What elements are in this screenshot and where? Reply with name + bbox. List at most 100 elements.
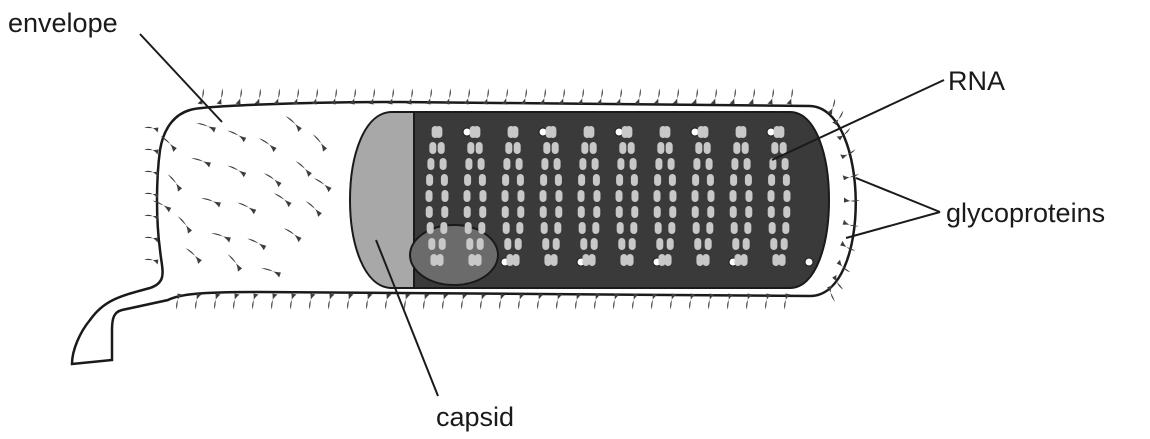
glycoprotein-spike	[613, 293, 619, 309]
rna-segment	[476, 142, 483, 154]
rna-segment	[782, 158, 789, 170]
rna-segment	[504, 238, 511, 250]
rna-segment	[655, 158, 662, 170]
rna-segment	[780, 142, 787, 154]
rna-segment	[703, 254, 710, 266]
rna-segment	[555, 190, 562, 202]
rna-segment	[468, 254, 475, 266]
rna-segment	[618, 238, 625, 250]
glycoprotein-spike	[216, 88, 222, 104]
rna-segment	[706, 222, 713, 234]
rna-segment	[741, 254, 748, 266]
rna-segment	[704, 142, 711, 154]
rna-segment	[579, 158, 586, 170]
rna-segment	[503, 158, 510, 170]
rna-segment	[592, 158, 599, 170]
rna-segment	[438, 142, 445, 154]
glycoprotein-spike	[233, 293, 239, 309]
rna-segment	[692, 174, 699, 186]
envelope-label: envelope	[8, 10, 118, 37]
glycoprotein-spike	[539, 88, 545, 104]
rna-segment	[429, 142, 436, 154]
rna-segment	[587, 126, 594, 138]
glycoprotein-spike	[309, 293, 315, 309]
rna-segment	[555, 174, 562, 186]
rna-segment	[517, 206, 524, 218]
rna-segment	[553, 238, 560, 250]
rna-segment	[742, 142, 749, 154]
rna-label: RNA	[948, 68, 1005, 95]
glycoprotein-spike	[385, 293, 391, 309]
glycoprotein-spike	[144, 259, 158, 265]
rna-segment	[666, 142, 673, 154]
rna-segment	[464, 190, 471, 202]
rna-segment	[579, 222, 586, 234]
rna-segment	[693, 158, 700, 170]
glycoprotein-spike	[672, 88, 678, 104]
rna-segment	[590, 142, 597, 154]
rna-segment	[465, 158, 472, 170]
glycoprotein-spike	[235, 88, 241, 104]
glycoproteins-label: glycoproteins	[946, 200, 1105, 227]
glycoprotein-spike	[252, 293, 258, 309]
glycoprotein-spike	[653, 88, 659, 104]
rna-segment	[628, 142, 635, 154]
rna-segment	[540, 206, 547, 218]
rna-segment	[477, 238, 484, 250]
glycoprotein-spike	[786, 88, 792, 104]
rna-segment	[549, 126, 556, 138]
rna-segment	[593, 206, 600, 218]
rna-segment	[502, 206, 509, 218]
rna-segment	[592, 222, 599, 234]
glycoprotein-spike	[461, 293, 467, 309]
rna-segment	[771, 142, 778, 154]
rna-segment	[473, 126, 480, 138]
glycoprotein-spike	[290, 293, 296, 309]
rna-segment	[467, 142, 474, 154]
rna-segment	[440, 222, 447, 234]
rna-segment	[629, 238, 636, 250]
rna-segment	[478, 158, 485, 170]
rna-segment	[517, 174, 524, 186]
rna-segment	[667, 238, 674, 250]
rna-segment	[578, 206, 585, 218]
rna-segment	[657, 142, 664, 154]
rna-segment	[593, 190, 600, 202]
rna-segment	[466, 238, 473, 250]
rna-segment	[582, 254, 589, 266]
rna-segment	[426, 174, 433, 186]
glycoprotein-spike	[480, 293, 486, 309]
rna-segment	[479, 190, 486, 202]
rna-segment	[768, 174, 775, 186]
rna-segment	[630, 222, 637, 234]
rna-segment	[770, 238, 777, 250]
rna-segment	[706, 158, 713, 170]
rna-segment	[540, 174, 547, 186]
rna-segment	[475, 254, 482, 266]
rna-segment	[744, 222, 751, 234]
rna-segment	[783, 190, 790, 202]
rna-segment	[693, 222, 700, 234]
rna-segment	[779, 254, 786, 266]
rna-segment	[744, 158, 751, 170]
rna-segment	[479, 174, 486, 186]
glycoproteins-pointer-lower	[846, 212, 940, 238]
glycoprotein-spike	[710, 88, 716, 104]
rna-segment	[707, 174, 714, 186]
rna-segment	[620, 254, 627, 266]
rna-segment	[554, 222, 561, 234]
rna-segment	[777, 126, 784, 138]
glycoprotein-spike	[518, 293, 524, 309]
rna-segment	[707, 206, 714, 218]
rna-segment	[440, 158, 447, 170]
rna-segment	[654, 190, 661, 202]
rna-segment	[655, 222, 662, 234]
rna-segment	[669, 190, 676, 202]
rna-segment	[731, 222, 738, 234]
glycoprotein-spike	[537, 293, 543, 309]
rna-segment	[630, 158, 637, 170]
glycoprotein-spike	[366, 293, 372, 309]
rna-segment	[578, 190, 585, 202]
rna-segment	[581, 142, 588, 154]
rna-segment	[511, 126, 518, 138]
